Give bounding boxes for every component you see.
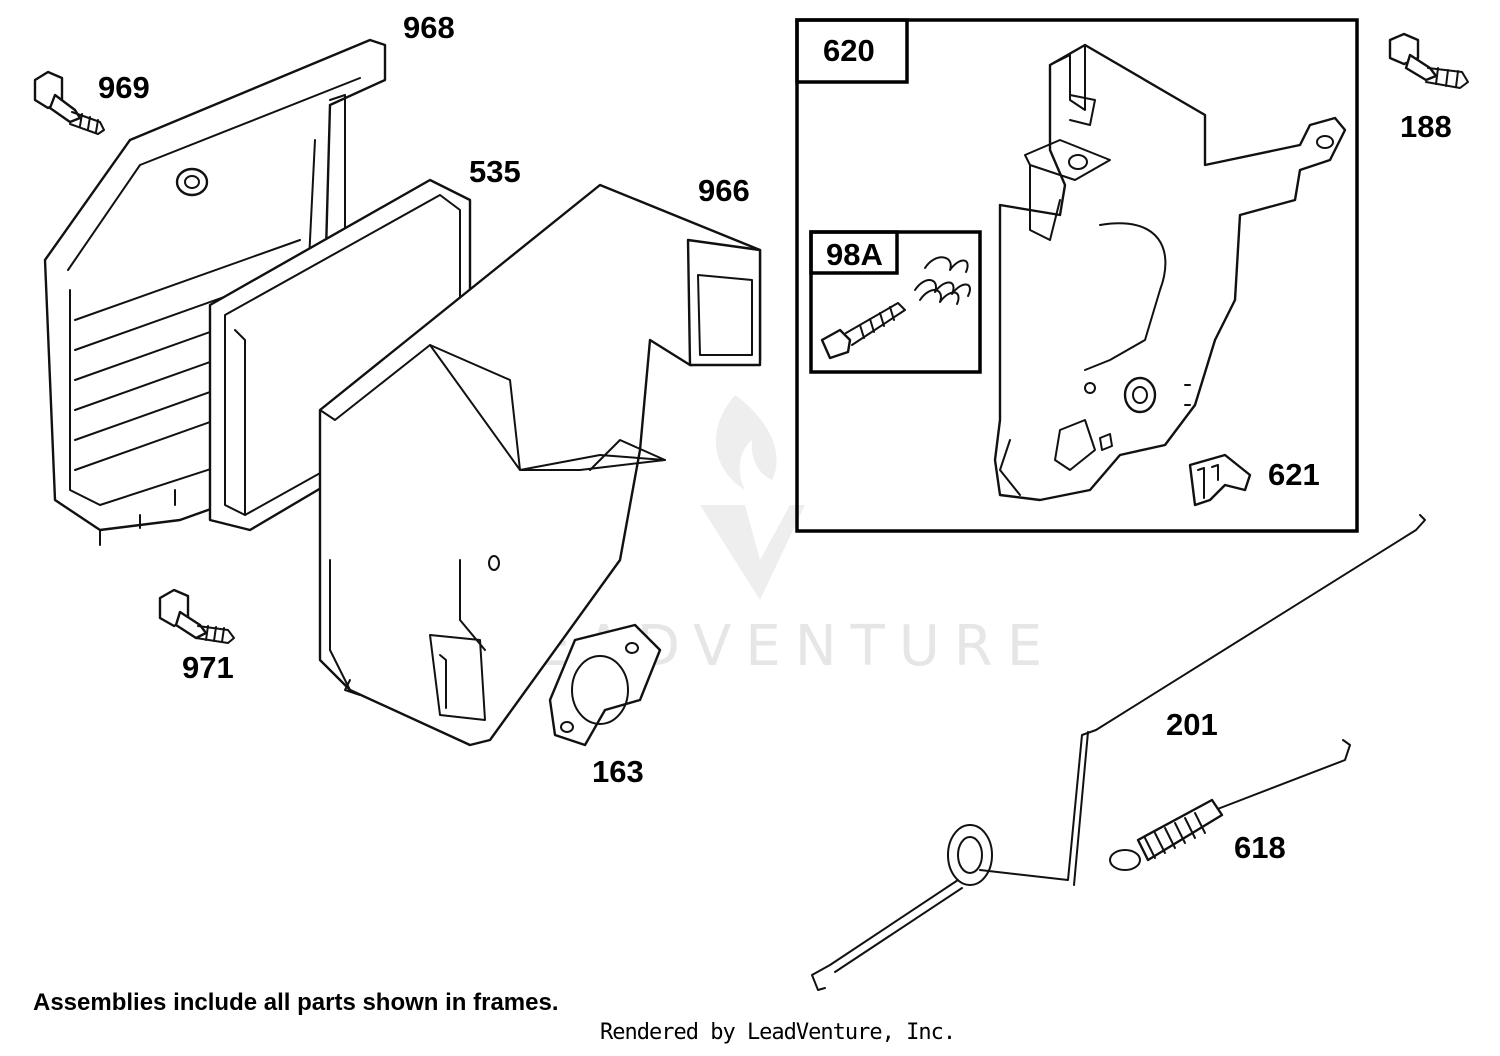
governor-spring-618 (1109, 739, 1351, 871)
callout-969: 969 (98, 70, 150, 105)
screw-188 (1388, 32, 1469, 89)
screw-spring-98A (820, 256, 971, 360)
frame-620-label: 620 (823, 33, 875, 68)
callout-621: 621 (1268, 457, 1320, 492)
callout-labels: 968 969 535 966 971 163 188 621 201 618 (98, 10, 1452, 865)
bolt-969 (33, 70, 105, 135)
callout-535: 535 (469, 154, 521, 189)
bolt-971 (158, 588, 235, 644)
rendered-by-credit: Rendered by LeadVenture, Inc. (600, 1020, 956, 1045)
frame-98A: 98A (809, 230, 982, 374)
clip-621 (1188, 453, 1252, 507)
governor-rod-201 (811, 514, 1426, 991)
gasket-163 (548, 623, 662, 747)
control-bracket-620 (993, 43, 1347, 502)
callout-618: 618 (1234, 830, 1286, 865)
callout-201: 201 (1166, 707, 1218, 742)
callout-966: 966 (698, 173, 750, 208)
air-cleaner-cover-966 (318, 183, 762, 747)
frame-98A-label: 98A (826, 237, 883, 272)
callout-968: 968 (403, 10, 455, 45)
assemblies-footnote: Assemblies include all parts shown in fr… (33, 989, 559, 1016)
callout-188: 188 (1400, 109, 1452, 144)
callout-971: 971 (182, 650, 234, 685)
frame-620: 620 (795, 18, 1359, 533)
callout-163: 163 (592, 754, 644, 789)
